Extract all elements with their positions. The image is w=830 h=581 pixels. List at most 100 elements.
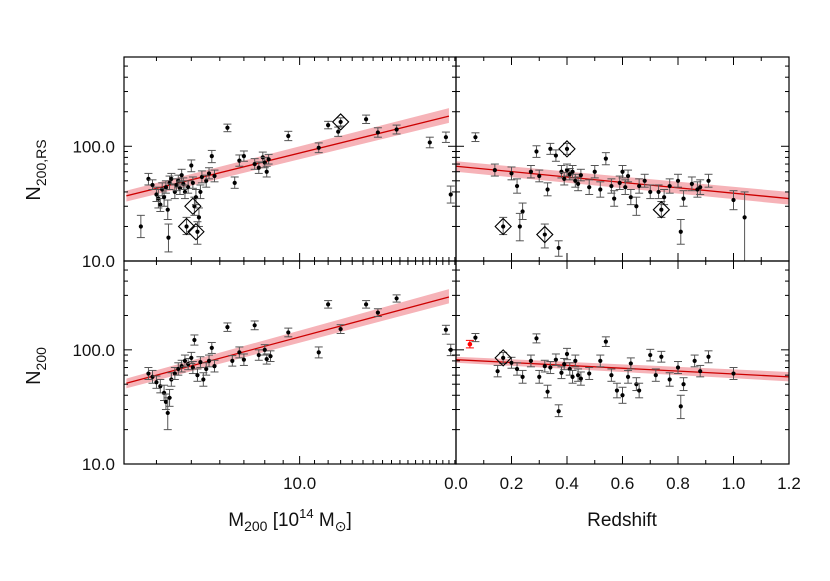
data-point bbox=[651, 368, 660, 382]
data-point bbox=[543, 384, 552, 399]
point-marker bbox=[698, 185, 703, 190]
data-point bbox=[446, 185, 455, 204]
point-marker bbox=[545, 389, 550, 394]
point-marker bbox=[264, 356, 269, 362]
point-marker bbox=[473, 135, 478, 140]
point-marker bbox=[206, 358, 212, 364]
point-marker bbox=[204, 366, 209, 372]
point-marker bbox=[212, 173, 217, 179]
point-marker bbox=[363, 117, 369, 122]
point-marker bbox=[326, 122, 331, 128]
point-marker bbox=[375, 310, 380, 315]
data-point bbox=[546, 142, 555, 155]
diamond-marker bbox=[558, 140, 576, 158]
point-marker bbox=[375, 130, 380, 135]
data-point bbox=[576, 371, 585, 386]
point-marker bbox=[514, 183, 520, 189]
data-point bbox=[362, 300, 371, 309]
point-marker bbox=[587, 371, 592, 376]
point-marker bbox=[534, 149, 539, 154]
point-marker bbox=[628, 195, 633, 200]
point-marker bbox=[534, 336, 539, 341]
data-point bbox=[254, 161, 263, 174]
y-axis-label-bottom: N200 bbox=[23, 347, 49, 385]
point-marker bbox=[252, 161, 257, 167]
point-marker bbox=[209, 345, 214, 350]
data-point bbox=[205, 354, 214, 368]
point-marker bbox=[681, 382, 686, 387]
data-point bbox=[190, 334, 199, 346]
point-marker bbox=[176, 366, 181, 372]
point-marker bbox=[172, 371, 177, 376]
point-marker bbox=[520, 374, 525, 379]
fit-band bbox=[456, 356, 789, 382]
data-point bbox=[262, 353, 271, 365]
point-marker bbox=[537, 374, 542, 379]
data-point bbox=[441, 131, 450, 143]
point-marker bbox=[165, 207, 170, 212]
point-marker bbox=[578, 173, 583, 178]
data-point bbox=[560, 172, 569, 186]
panel-frame bbox=[455, 56, 790, 262]
point-marker bbox=[695, 187, 700, 192]
data-point bbox=[324, 120, 333, 130]
data-point bbox=[161, 393, 170, 411]
point-marker bbox=[520, 209, 525, 214]
data-point bbox=[254, 349, 263, 361]
point-marker bbox=[179, 364, 184, 369]
data-point bbox=[235, 346, 244, 359]
point-marker bbox=[592, 169, 597, 174]
point-marker bbox=[196, 215, 202, 220]
data-point bbox=[674, 173, 682, 188]
data-point bbox=[546, 361, 555, 375]
data-point bbox=[635, 382, 644, 399]
data-point bbox=[729, 367, 738, 380]
data-point bbox=[618, 386, 627, 404]
data-point bbox=[576, 168, 585, 182]
data-point bbox=[596, 354, 605, 368]
point-marker bbox=[209, 154, 214, 159]
data-point bbox=[336, 324, 345, 335]
data-point bbox=[180, 354, 189, 368]
data-point bbox=[210, 359, 219, 373]
data-point bbox=[258, 151, 267, 164]
point-marker bbox=[576, 373, 581, 378]
point-marker bbox=[659, 207, 664, 212]
data-point bbox=[507, 166, 516, 181]
point-marker bbox=[336, 129, 341, 134]
data-point bbox=[654, 184, 663, 200]
data-point bbox=[640, 173, 649, 188]
y-tick-label: 10.0 bbox=[82, 252, 115, 271]
point-marker bbox=[617, 180, 622, 185]
point-marker bbox=[316, 145, 321, 150]
data-point bbox=[172, 178, 181, 192]
point-marker bbox=[394, 296, 399, 301]
y-tick-label: 100.0 bbox=[72, 341, 115, 360]
data-point bbox=[596, 181, 605, 198]
point-marker bbox=[625, 374, 631, 379]
point-marker bbox=[637, 183, 642, 189]
point-marker bbox=[656, 189, 661, 195]
data-point bbox=[518, 202, 527, 221]
point-marker bbox=[256, 352, 261, 358]
point-marker bbox=[165, 410, 170, 416]
point-marker bbox=[338, 119, 343, 125]
data-point bbox=[551, 149, 560, 162]
point-marker bbox=[573, 358, 578, 364]
point-marker bbox=[609, 373, 614, 378]
data-point bbox=[571, 173, 580, 188]
data-point bbox=[515, 212, 524, 242]
point-marker bbox=[286, 133, 291, 139]
data-point bbox=[284, 130, 293, 142]
data-point bbox=[264, 153, 273, 165]
data-point bbox=[601, 336, 610, 347]
point-marker bbox=[225, 125, 230, 130]
data-point bbox=[635, 178, 644, 194]
point-marker bbox=[192, 337, 197, 343]
diamond-marker bbox=[331, 113, 350, 131]
data-point bbox=[228, 355, 237, 367]
data-point bbox=[568, 369, 577, 384]
diamond-marker bbox=[652, 200, 671, 219]
point-marker bbox=[545, 187, 550, 192]
